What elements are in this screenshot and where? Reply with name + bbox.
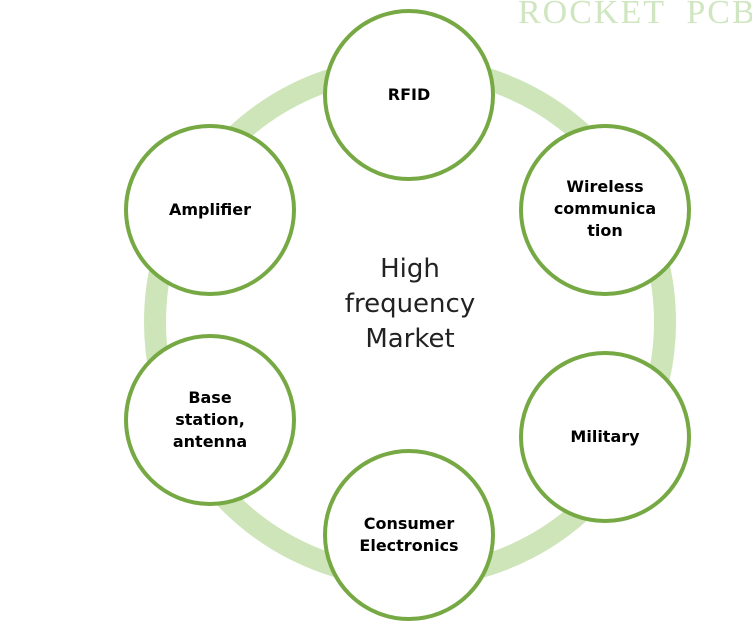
node-military-circle xyxy=(519,351,691,523)
node-consumer-circle xyxy=(323,449,495,621)
node-label-rfid: RFID xyxy=(341,84,477,106)
watermark: ROCKET PCB xyxy=(518,0,752,31)
node-label-wireless: Wireless communica tion xyxy=(537,176,673,242)
node-base-station-circle xyxy=(124,334,296,506)
node-label-line: Electronics xyxy=(359,536,459,555)
node-label-consumer: Consumer Electronics xyxy=(341,513,477,557)
center-label-line: frequency xyxy=(344,289,476,319)
node-rfid-circle xyxy=(323,9,495,181)
node-label-amplifier: Amplifier xyxy=(142,199,278,221)
center-label: High frequency Market xyxy=(300,252,520,357)
node-label-line: RFID xyxy=(387,85,431,104)
node-label-line: Base xyxy=(188,388,232,407)
node-label-line: communica xyxy=(553,199,657,218)
node-label-line: tion xyxy=(587,221,623,240)
node-label-military: Military xyxy=(537,426,673,448)
node-label-line: Consumer xyxy=(363,514,455,533)
node-label-line: station, xyxy=(175,410,245,429)
node-wireless-circle xyxy=(519,124,691,296)
node-label-line: antenna xyxy=(172,432,248,451)
node-label-line: Amplifier xyxy=(168,200,252,219)
node-label-line: Military xyxy=(570,427,640,446)
center-label-line: High xyxy=(380,254,440,284)
node-amplifier-circle xyxy=(124,124,296,296)
center-label-line: Market xyxy=(365,324,455,354)
node-label-base-station: Base station, antenna xyxy=(142,387,278,453)
node-label-line: Wireless xyxy=(566,177,644,196)
